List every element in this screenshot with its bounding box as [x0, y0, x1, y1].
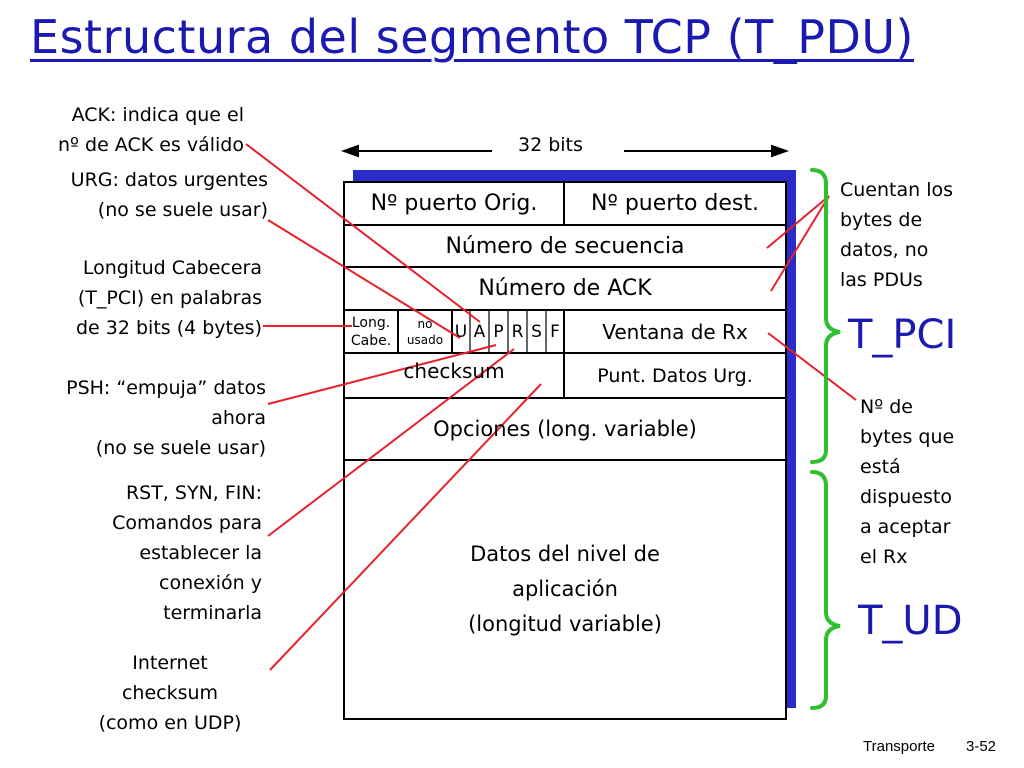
header-length-field: Long. Cabe. — [350, 314, 392, 349]
width-label: 32 bits — [518, 134, 583, 156]
curly-brackets — [810, 168, 841, 710]
footer-section: Transporte — [863, 738, 935, 755]
pointer-lines — [245, 143, 857, 671]
flag-psh: P — [493, 321, 504, 342]
note-sequence-count: Cuentan los bytes de datos, no las PDUs — [840, 179, 954, 291]
note-rst-syn-fin: RST, SYN, FIN: Comandos para establecer … — [112, 482, 262, 624]
note-checksum: Internet checksum (como en UDP) — [98, 652, 242, 734]
options-field: Opciones (long. variable) — [433, 417, 697, 441]
flag-ack: A — [473, 321, 486, 342]
urgent-pointer-field: Punt. Datos Urg. — [597, 364, 753, 387]
width-arrow — [341, 144, 789, 158]
flag-separators — [469, 310, 547, 353]
sequence-number-field: Número de secuencia — [445, 233, 685, 259]
receive-window-field: Ventana de Rx — [602, 319, 748, 344]
footer-page-number: 3-52 — [966, 738, 997, 755]
flag-syn: S — [531, 321, 542, 342]
note-receive-window: Nº de bytes que está dispuesto a aceptar… — [860, 396, 955, 568]
row-separators — [344, 182, 786, 461]
note-header-length: Longitud Cabecera (T_PCI) en palabras de… — [75, 257, 262, 339]
label-t-pci: T_PCI — [848, 312, 957, 358]
data-field: Datos del nivel de aplicación (longitud … — [468, 542, 662, 636]
label-t-ud: T_UD — [858, 598, 963, 644]
flag-urg: U — [454, 321, 468, 342]
note-ack: ACK: indica que el nº de ACK es válido — [57, 104, 244, 156]
flag-rst: R — [511, 321, 524, 342]
flag-fin: F — [550, 321, 560, 342]
dest-port-field: Nº puerto dest. — [591, 191, 759, 216]
source-port-field: Nº puerto Orig. — [370, 191, 538, 216]
page-title: Estructura del segmento TCP (T_PDU) — [30, 10, 914, 64]
note-psh: PSH: “empuja” datos ahora (no se suele u… — [66, 377, 266, 459]
checksum-field: checksum — [403, 359, 505, 383]
unused-field: no usado — [406, 316, 444, 347]
note-urg: URG: datos urgentes (no se suele usar) — [70, 169, 268, 221]
segment-box — [343, 181, 787, 720]
ack-number-field: Número de ACK — [478, 276, 652, 301]
